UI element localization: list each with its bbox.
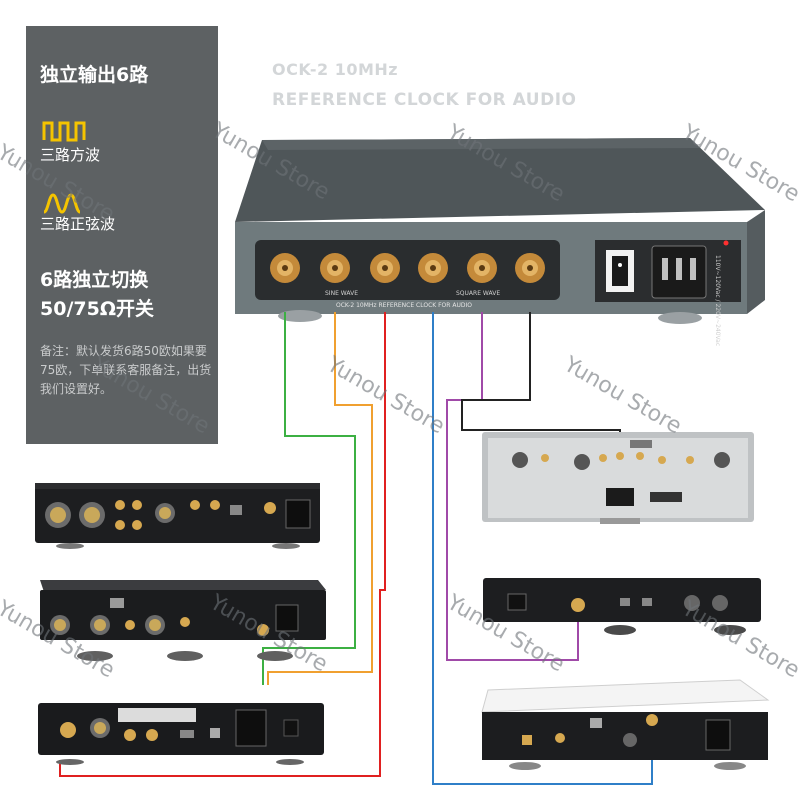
info-panel: 独立输出6路 三路方波 三路正弦波 6路独立切换 50/75Ω开关 备注：默认发… [26, 26, 218, 444]
square-wave-label: 三路方波 [40, 146, 101, 164]
switch-line-1: 6路独立切换 [40, 269, 149, 291]
product-subtitle: REFERENCE CLOCK FOR AUDIO [272, 90, 577, 110]
impedance-switch-text: 6路独立切换 50/75Ω开关 [40, 266, 154, 324]
device-streamer [481, 679, 770, 770]
device-usb-bridge [38, 703, 324, 765]
bnc-connectors [270, 253, 545, 283]
square-wave-icon [42, 120, 86, 146]
device-black-player [483, 578, 761, 635]
sine-wave-icon [42, 192, 86, 218]
shipping-note: 备注：默认发货6路50欧如果要75欧，下单联系客服备注，出货我们设置好。 [40, 344, 212, 396]
clock-unit: SINE WAVE SQUARE WAVE OCK-2 10MHz REFERE… [235, 138, 765, 346]
red-cable [59, 312, 386, 777]
voltage-label: 110V~120Vac / 220V~240Vac [714, 255, 721, 346]
sine-wave-label: 三路正弦波 [40, 215, 116, 233]
device-silver-player [482, 432, 754, 524]
blue-cable [432, 312, 653, 785]
panel-title: 独立输出6路 [40, 64, 149, 86]
switch-line-2: 50/75Ω开关 [40, 298, 154, 320]
square-wave-text: SQUARE WAVE [456, 290, 500, 297]
front-label: OCK-2 10MHz REFERENCE CLOCK FOR AUDIO [336, 302, 472, 309]
product-title: OCK-2 10MHz [272, 60, 399, 79]
sine-wave-text: SINE WAVE [325, 290, 358, 297]
purple-cable [446, 312, 579, 661]
device-dac-1 [35, 483, 320, 549]
device-dac-2 [40, 580, 326, 661]
orange-cable [267, 312, 373, 685]
